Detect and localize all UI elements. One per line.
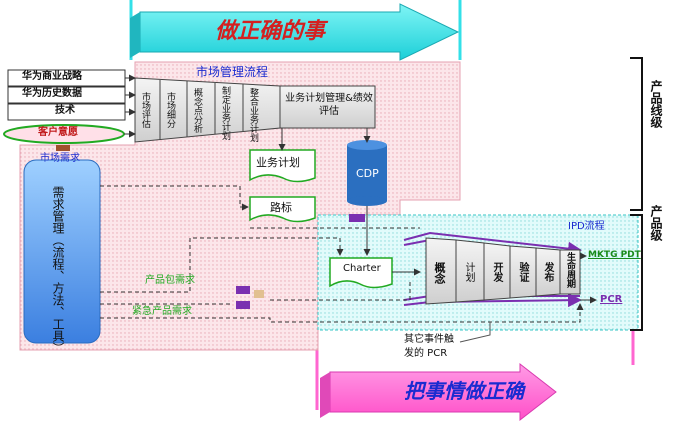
- roadmap-label: 路标: [270, 201, 292, 214]
- ipd-phase-2: 计划: [463, 262, 474, 282]
- charter-label: Charter: [343, 263, 381, 274]
- ipd-title: IPD流程: [568, 221, 605, 232]
- input-strategy: 华为商业战略: [22, 71, 82, 82]
- customer-wish-label: 客户意愿: [38, 127, 78, 138]
- market-demand-label: 市场需求: [40, 153, 80, 164]
- business-plan-label: 业务计划: [256, 156, 300, 169]
- product-line-level-label: 产品线级: [649, 80, 663, 128]
- charter-doc: [329, 257, 393, 289]
- demand-mgmt-box: [23, 159, 101, 344]
- ipd-phase-4: 验证: [517, 262, 528, 282]
- ipd-phase-1: 概念: [433, 262, 446, 284]
- people-icons: [56, 145, 365, 309]
- mm-step-5: 整合业务计划: [248, 88, 258, 142]
- ipd-phase-5: 发布: [542, 262, 553, 282]
- top-banner-arrow: [130, 3, 460, 61]
- urgent-req-label: 紧急产品需求: [132, 306, 192, 317]
- mktg-pdt-label: MKTG PDT: [588, 250, 641, 260]
- ipd-phase-boxes: [425, 237, 581, 305]
- ipd-phase-3: 开发: [491, 262, 502, 282]
- input-tech: 技术: [55, 105, 75, 116]
- roadmap-doc: [249, 196, 316, 223]
- input-history: 华为历史数据: [22, 88, 82, 99]
- mm-process-title: 市场管理流程: [196, 65, 269, 79]
- cdp-cylinder: [347, 140, 387, 206]
- mm-funnel: [134, 77, 376, 143]
- mm-step-1: 市场评估: [140, 92, 150, 128]
- level-braces: [630, 57, 643, 331]
- other-events-label: 其它事件触发的 PCR: [404, 334, 454, 359]
- product-level-label: 产品级: [649, 205, 663, 241]
- mm-last-step: 业务计划管理&绩效评估: [285, 93, 373, 117]
- ipd-phase-6: 生命周期: [565, 252, 575, 288]
- input-boxes: [7, 69, 126, 121]
- mm-step-4: 制定业务计划: [220, 86, 230, 140]
- mm-step-2: 市场细分: [165, 92, 175, 128]
- bottom-banner-arrow: [320, 362, 557, 422]
- product-package-req-label: 产品包需求: [145, 275, 195, 286]
- pcr-label: PCR: [600, 294, 623, 305]
- demand-mgmt-label: 需求管理（流程、方法、工具）: [51, 186, 65, 354]
- connectors: [100, 74, 597, 343]
- business-plan-doc: [249, 149, 316, 183]
- top-banner-text: 做正确的事: [215, 18, 326, 44]
- bottom-banner-text: 把事情做正确: [404, 379, 524, 403]
- cdp-label: CDP: [356, 167, 379, 180]
- mm-step-3: 概念点分析: [192, 88, 202, 133]
